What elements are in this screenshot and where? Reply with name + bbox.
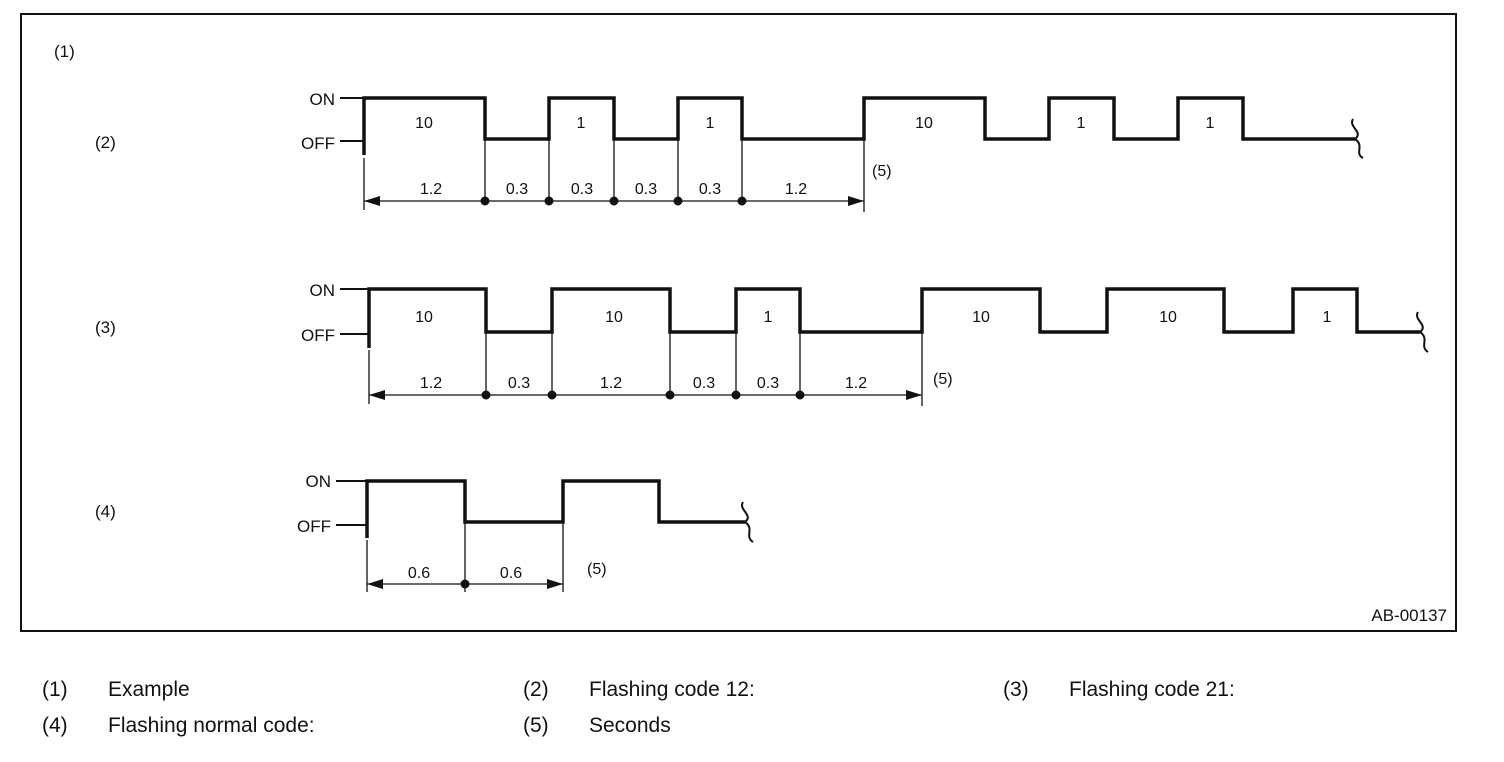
duration-label: 0.3 [506, 181, 528, 198]
dimension-dot [609, 196, 619, 206]
break-symbol [741, 501, 754, 543]
waveform-row-code-21: (3) ON OFF 10 10 1 10 10 1 1.2 0.3 [95, 281, 1429, 406]
dimension-dot [481, 390, 491, 400]
pulse-count: 1 [1077, 115, 1086, 132]
dimension-dot [737, 196, 747, 206]
row-label: (3) [95, 318, 116, 337]
on-label: ON [310, 281, 336, 300]
duration-label: 1.2 [420, 181, 442, 198]
duration-label: 0.3 [571, 181, 593, 198]
duration-label: 0.6 [408, 565, 430, 582]
arrow-head [364, 196, 380, 206]
dimension-dot [673, 196, 683, 206]
diagram-frame [20, 13, 1457, 632]
legend-number: (3) [1003, 678, 1029, 701]
duration-label: 0.3 [635, 181, 657, 198]
legend-number: (1) [42, 678, 68, 701]
duration-label: 1.2 [785, 181, 807, 198]
dimension-dot [665, 390, 675, 400]
pulse-count: 10 [415, 115, 433, 132]
legend-number: (2) [523, 678, 549, 701]
duration-label: 1.2 [420, 375, 442, 392]
dimension-dot [460, 579, 470, 589]
duration-label: 1.2 [600, 375, 622, 392]
pulse-count: 10 [1159, 309, 1177, 326]
arrow-head [906, 390, 922, 400]
pulse-count: 1 [1206, 115, 1215, 132]
legend-text: Seconds [589, 714, 671, 737]
example-label: (1) [54, 42, 75, 61]
seconds-marker: (5) [872, 163, 892, 180]
dimension-dot [544, 196, 554, 206]
waveform-row-normal: (4) ON OFF 0.6 0.6 (5) [95, 472, 754, 592]
pulse-count: 10 [415, 309, 433, 326]
dimension-dot [731, 390, 741, 400]
pulse-count: 1 [706, 115, 715, 132]
arrow-head [848, 196, 864, 206]
pulse-count: 1 [764, 309, 773, 326]
pulse-count: 1 [577, 115, 586, 132]
seconds-marker: (5) [933, 371, 953, 388]
timing-dimension [368, 332, 923, 406]
duration-label: 0.3 [757, 375, 779, 392]
duration-label: 1.2 [845, 375, 867, 392]
legend: (1) Example (2) Flashing code 12: (3) Fl… [0, 672, 1504, 752]
seconds-marker: (5) [587, 561, 607, 578]
row-label: (4) [95, 502, 116, 521]
pulse-count: 10 [915, 115, 933, 132]
figure-id: AB-00137 [1371, 606, 1447, 625]
dimension-dot [795, 390, 805, 400]
pulse-waveform [367, 287, 1420, 348]
legend-number: (5) [523, 714, 549, 737]
legend-text: Flashing code 21: [1069, 678, 1235, 701]
duration-label: 0.3 [508, 375, 530, 392]
on-label: ON [310, 90, 336, 109]
arrow-head [547, 579, 563, 589]
pulse-waveform [365, 479, 745, 538]
waveform-row-code-12: (2) ON OFF 10 1 1 10 1 1 1.2 0.3 [95, 90, 1364, 212]
arrow-head [369, 390, 385, 400]
off-label: OFF [297, 517, 331, 536]
break-symbol [1416, 311, 1429, 353]
duration-label: 0.6 [500, 565, 522, 582]
legend-text: Flashing code 12: [589, 678, 755, 701]
pulse-count: 10 [605, 309, 623, 326]
arrow-head [367, 579, 383, 589]
dimension-dot [480, 196, 490, 206]
off-label: OFF [301, 134, 335, 153]
on-label: ON [306, 472, 332, 491]
row-label: (2) [95, 133, 116, 152]
pulse-count: 10 [972, 309, 990, 326]
off-label: OFF [301, 326, 335, 345]
pulse-count: 1 [1323, 309, 1332, 326]
legend-text: Example [108, 678, 190, 701]
break-symbol [1351, 118, 1364, 159]
duration-label: 0.3 [693, 375, 715, 392]
legend-number: (4) [42, 714, 68, 737]
dimension-dot [547, 390, 557, 400]
duration-label: 0.3 [699, 181, 721, 198]
legend-text: Flashing normal code: [108, 714, 315, 737]
